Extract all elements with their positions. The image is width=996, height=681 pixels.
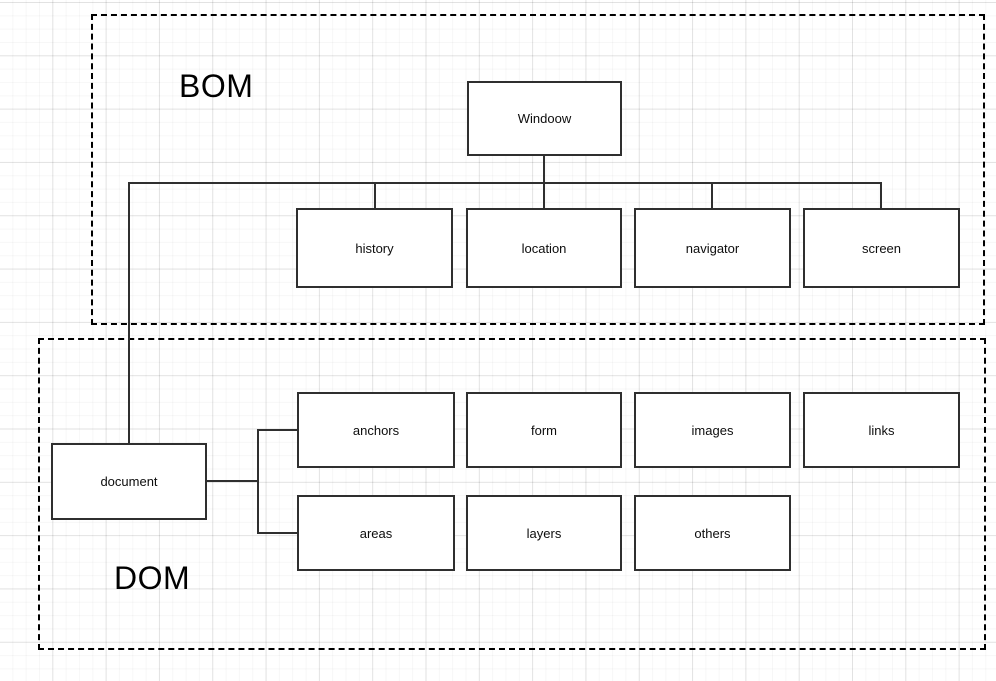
connector-history-drop [374, 183, 376, 209]
node-location[interactable]: location [466, 208, 622, 288]
connector-document-drop [128, 183, 130, 444]
node-window[interactable]: Windoow [467, 81, 622, 156]
node-screen-label: screen [861, 240, 902, 256]
node-links-label: links [868, 422, 895, 438]
node-areas-label: areas [359, 525, 393, 541]
node-form-label: form [531, 422, 557, 438]
dom-label: DOM [114, 560, 191, 596]
node-links[interactable]: links [803, 392, 960, 468]
connector-navigator-drop [711, 183, 713, 209]
node-others[interactable]: others [634, 495, 791, 571]
node-areas[interactable]: areas [297, 495, 455, 571]
node-images-label: images [691, 422, 734, 438]
node-layers-label: layers [526, 525, 562, 541]
connector-fork-anchors [258, 429, 298, 431]
node-document-label: document [100, 474, 158, 489]
node-screen[interactable]: screen [803, 208, 960, 288]
node-others-label: others [694, 525, 731, 541]
node-anchors-label: anchors [352, 422, 400, 438]
node-location-label: location [521, 240, 567, 256]
connector-screen-drop [880, 183, 882, 209]
node-images[interactable]: images [634, 392, 791, 468]
node-navigator[interactable]: navigator [634, 208, 791, 288]
node-form[interactable]: form [466, 392, 622, 468]
connector-document-right [207, 480, 258, 482]
node-history[interactable]: history [296, 208, 453, 288]
bom-group[interactable]: BOM [91, 14, 985, 325]
node-navigator-label: navigator [685, 240, 740, 256]
node-window-label: Windoow [517, 111, 572, 126]
connector-bus [128, 182, 882, 184]
node-anchors[interactable]: anchors [297, 392, 455, 468]
node-document[interactable]: document [51, 443, 207, 520]
dom-group[interactable]: DOM [38, 338, 986, 650]
connector-fork-vertical [257, 429, 259, 534]
bom-label: BOM [179, 68, 254, 104]
node-history-label: history [355, 240, 394, 256]
connector-fork-areas [258, 532, 298, 534]
node-layers[interactable]: layers [466, 495, 622, 571]
